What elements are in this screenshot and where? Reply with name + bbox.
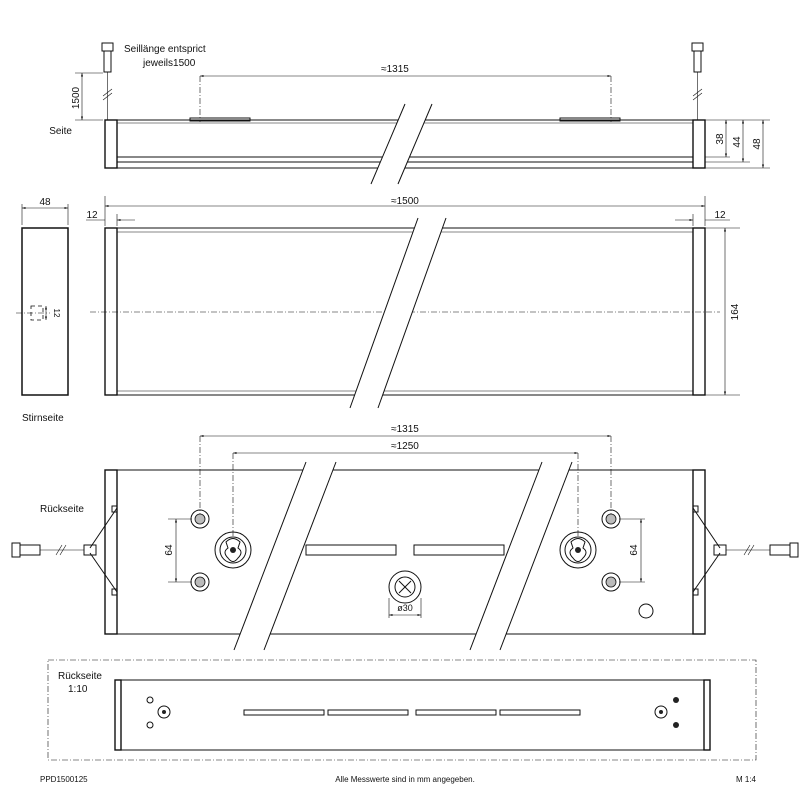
dim-left-12: 12	[86, 210, 98, 221]
dim-diameter: ø30	[397, 603, 413, 613]
label-rueckseite-scaled-2: 1:10	[68, 684, 88, 695]
cable-note-line2: jeweils1500	[142, 58, 196, 69]
back-view: Rückseite ≈1315 ≈1250	[11, 424, 799, 651]
mount-right	[559, 509, 621, 592]
end-view: 48 12 Stirnseite	[16, 197, 69, 424]
dim-back-span-1250: ≈1250	[391, 441, 419, 452]
connector-right	[713, 542, 799, 558]
cable-hanger-left	[101, 42, 114, 120]
back-view-scaled: Rückseite 1:10	[47, 659, 757, 761]
label-seite: Seite	[49, 126, 72, 137]
cable-hanger-right	[691, 42, 704, 120]
dim-height-44: 44	[732, 136, 743, 148]
connector-left	[11, 542, 97, 558]
mount-left	[190, 509, 252, 592]
dim-end-width: 48	[39, 197, 51, 208]
dim-height-38: 38	[715, 133, 726, 145]
label-stirnseite: Stirnseite	[22, 413, 64, 424]
cable-gland: ø30	[388, 570, 422, 618]
dim-side-span: ≈1315	[381, 64, 409, 75]
dim-left-64: 64	[164, 544, 175, 556]
cable-note-line1: Seillänge entsprict	[124, 44, 206, 55]
dim-top-length: ≈1500	[391, 196, 419, 207]
dim-right-64: 64	[629, 544, 640, 556]
footer-note: Alle Messwerte sind in mm angegeben.	[335, 775, 475, 784]
dim-back-span-1315: ≈1315	[391, 424, 419, 435]
footer-scale: M 1:4	[736, 775, 757, 784]
label-rueckseite-scaled-1: Rückseite	[58, 671, 102, 682]
top-view: ≈1500 12 12 164	[86, 196, 741, 409]
dim-depth: 164	[730, 303, 741, 320]
dim-end-12: 12	[52, 309, 61, 318]
side-view: Seillänge entsprict jeweils1500 1500 ≈13…	[49, 42, 770, 185]
dim-cable-length: 1500	[71, 86, 82, 109]
footer-code: PPD1500125	[40, 775, 88, 784]
dim-height-48: 48	[752, 138, 763, 150]
label-rueckseite: Rückseite	[40, 504, 84, 515]
dim-right-12: 12	[714, 210, 726, 221]
